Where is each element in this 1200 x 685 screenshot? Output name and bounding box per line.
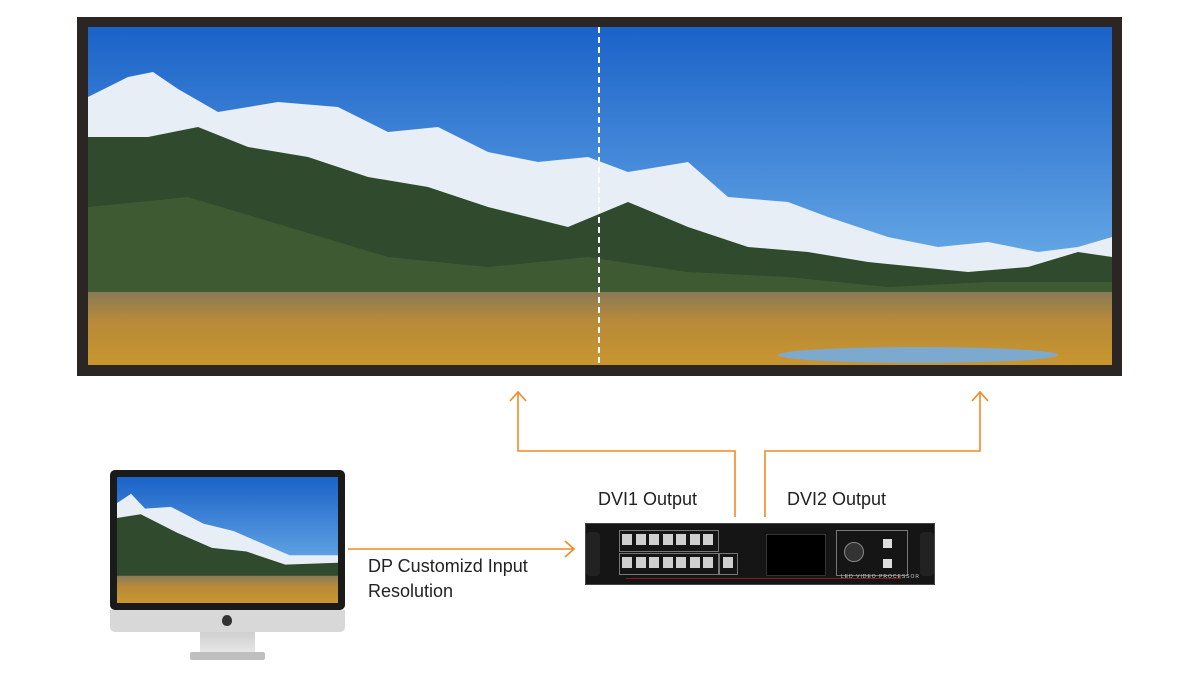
led-video-processor: LED VIDEO PROCESSOR: [585, 523, 935, 585]
device-button[interactable]: [703, 534, 713, 545]
control-button-top[interactable]: [883, 539, 892, 548]
control-button-bottom[interactable]: [883, 559, 892, 568]
control-knob[interactable]: [844, 542, 864, 562]
device-button[interactable]: [703, 557, 713, 568]
device-button[interactable]: [622, 534, 632, 545]
device-button[interactable]: [689, 534, 700, 545]
dvi1-output-label: DVI1 Output: [598, 489, 698, 509]
input-arrowhead: [564, 540, 576, 558]
device-button[interactable]: [676, 534, 686, 545]
take-button-group: [719, 553, 738, 575]
device-button[interactable]: [676, 557, 686, 568]
device-name: LED VIDEO PROCESSOR: [841, 574, 921, 580]
dvi1-arrow: [517, 392, 736, 517]
input-label-line1: DP Customizd Input: [368, 556, 528, 576]
device-button[interactable]: [635, 534, 646, 545]
input-label-line2: Resolution: [368, 581, 454, 601]
device-button[interactable]: [622, 557, 632, 568]
computer-monitor: [110, 470, 345, 660]
monitor-stand-base: [190, 652, 265, 660]
monitor-screen-image: [117, 477, 338, 603]
inputs-button-group: [619, 530, 719, 552]
control-panel-group: [836, 530, 908, 576]
device-button[interactable]: [649, 534, 659, 545]
device-button[interactable]: [635, 557, 646, 568]
rack-handle-right: [920, 532, 934, 576]
device-button[interactable]: [649, 557, 659, 568]
dvi2-arrow: [764, 392, 981, 517]
device-button[interactable]: [662, 557, 673, 568]
led-screen-landscape-image: [88, 27, 1112, 365]
device-accent-stripe: [626, 578, 901, 579]
device-button[interactable]: [689, 557, 700, 568]
dvi2-arrowhead: [971, 390, 989, 402]
dvi1-arrowhead: [509, 390, 527, 402]
dvi2-output-label: DVI2 Output: [787, 489, 887, 509]
device-button[interactable]: [662, 534, 673, 545]
device-button[interactable]: [723, 557, 733, 568]
rack-handle-left: [586, 532, 600, 576]
function-button-group: [619, 553, 719, 575]
device-lcd-display: [766, 534, 826, 576]
apple-logo-icon: [222, 615, 232, 626]
monitor-stand-neck: [200, 632, 255, 652]
